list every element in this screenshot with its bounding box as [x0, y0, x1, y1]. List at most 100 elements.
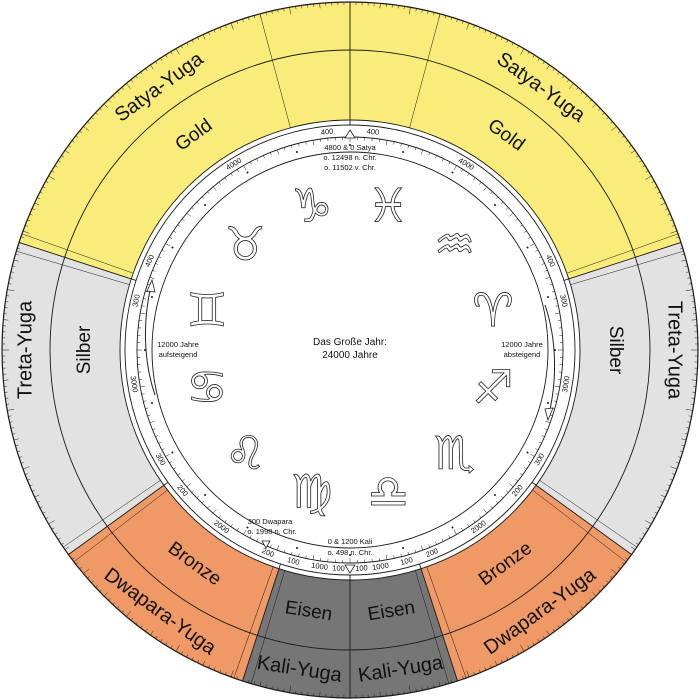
degree-label-3000: 3000	[128, 375, 139, 393]
outer-tick	[566, 79, 570, 83]
outer-tick	[562, 621, 565, 625]
degree-label-400: 400	[366, 127, 379, 137]
inner-tick	[243, 165, 247, 170]
outer-tick	[289, 7, 292, 15]
outer-tick	[602, 585, 605, 588]
outer-tick	[175, 48, 180, 55]
inner-tick	[283, 147, 286, 151]
inner-tick	[291, 551, 293, 555]
sector-silber	[1, 242, 164, 555]
outer-tick	[501, 37, 503, 41]
outer-tick	[444, 681, 447, 685]
outer-tick	[421, 9, 423, 13]
outer-tick	[684, 433, 688, 435]
inner-tick	[519, 473, 523, 476]
leo-icon: ♌	[225, 426, 266, 480]
inner-tick	[473, 519, 476, 523]
ascending-label-line2: aufsteigend	[159, 350, 198, 359]
capricorn-icon: ♑	[291, 179, 332, 233]
outer-tick	[645, 170, 649, 173]
outer-tick	[466, 670, 470, 678]
inner-tick	[420, 545, 424, 551]
outer-tick	[671, 225, 675, 227]
aquarius-icon: ♒	[434, 217, 475, 271]
era-divider-thin	[566, 233, 679, 274]
outer-tick	[552, 628, 555, 632]
outer-tick	[520, 48, 525, 55]
outer-tick	[635, 542, 639, 545]
outer-tick	[126, 611, 132, 617]
inner-tick	[236, 169, 239, 173]
inner-tick	[224, 177, 227, 181]
outer-tick	[610, 576, 613, 579]
outer-tick	[108, 597, 111, 601]
outer-tick	[462, 20, 464, 24]
outer-tick	[277, 9, 279, 13]
outer-tick	[31, 490, 35, 492]
outer-tick	[415, 8, 417, 12]
inner-tick	[441, 538, 444, 542]
outer-tick	[511, 654, 514, 658]
outer-tick	[681, 444, 685, 447]
outer-tick	[61, 155, 65, 158]
outer-tick	[27, 219, 31, 221]
inner-tick	[177, 224, 181, 227]
outer-tick	[501, 659, 503, 663]
inner-tick	[165, 243, 170, 247]
outer-tick	[537, 58, 540, 61]
outer-tick	[494, 34, 498, 40]
outer-tick	[42, 511, 46, 514]
inner-tick	[407, 145, 409, 149]
outer-tick	[51, 170, 55, 173]
degree-label-300: 300	[130, 294, 142, 308]
sector-gold	[19, 2, 681, 279]
outer-tick	[473, 671, 475, 675]
outer-tick	[213, 667, 216, 671]
inner-tick	[545, 420, 551, 424]
outer-tick	[427, 686, 429, 690]
outer-tick	[654, 511, 658, 514]
outer-tick	[20, 236, 24, 238]
era-divider-thin	[415, 570, 450, 684]
inner-tick	[147, 414, 151, 417]
inner-tick	[553, 298, 557, 300]
outer-tick	[645, 175, 652, 180]
outer-tick	[433, 684, 435, 688]
outer-tick	[29, 484, 33, 487]
inner-tick	[312, 554, 315, 560]
center-title-line2: 24000 Jahre	[322, 350, 378, 361]
inner-tick	[152, 269, 156, 272]
inner-tick	[155, 435, 159, 437]
outer-tick	[444, 15, 447, 19]
outer-tick	[678, 456, 682, 458]
degree-label-300: 300	[558, 294, 570, 308]
outer-tick	[490, 31, 492, 35]
outer-tick	[140, 71, 143, 75]
outer-tick	[532, 642, 535, 646]
inner-tick	[143, 400, 147, 402]
outer-tick	[18, 456, 22, 458]
outer-tick	[585, 95, 588, 98]
inner-tick	[269, 544, 272, 548]
outer-tick	[181, 651, 183, 655]
inner-dot	[171, 451, 174, 454]
inner-tick	[538, 441, 542, 444]
outer-tick	[236, 676, 238, 680]
inner-tick	[165, 453, 170, 457]
outer-tick	[165, 54, 168, 58]
outer-tick	[566, 617, 570, 621]
outer-tick	[621, 135, 625, 138]
era-divider-thin	[21, 233, 134, 274]
inner-tick	[291, 145, 293, 149]
inner-tick	[505, 490, 509, 493]
inner-dot	[295, 150, 298, 153]
outer-tick	[667, 213, 671, 216]
inner-tick	[158, 441, 162, 444]
outer-tick	[10, 271, 14, 273]
dwapara-marker-line1: 300 Dwapara	[248, 517, 293, 526]
inner-tick	[269, 152, 272, 156]
outer-tick	[670, 230, 678, 234]
outer-tick	[27, 479, 31, 481]
inner-tick	[495, 500, 499, 504]
